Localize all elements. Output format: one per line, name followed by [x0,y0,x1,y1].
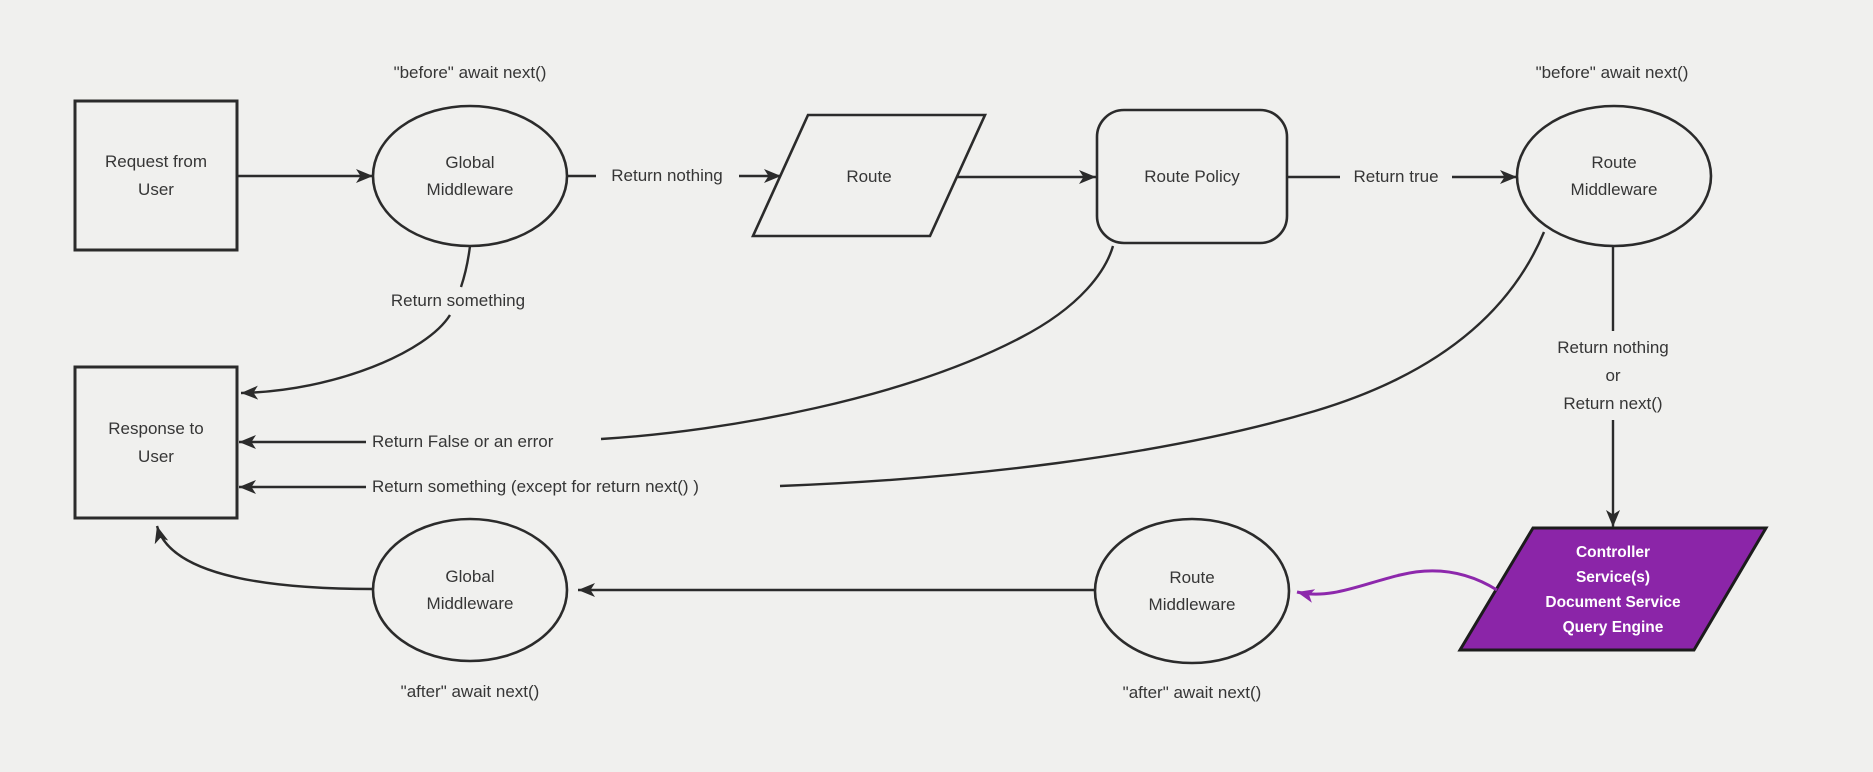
node-route [750,113,988,238]
edge-controller-to-route-middleware [1296,569,1498,603]
label-line: User [138,447,174,466]
label-line: Controller [1575,544,1651,561]
label-return-true: Return true [1353,167,1439,186]
label-line: Global [445,153,495,172]
node-response-to-user [73,365,239,520]
label-return-something-except: Return something (except for return next… [372,477,699,496]
label-request-from-user: Request from User [105,148,207,204]
edge-route-policy-return-false [600,245,1115,441]
label-line: Service(s) [1575,569,1651,586]
label-return-nothing-or-next: Return nothing or Return next() [1557,334,1669,418]
label-line: Middleware [1148,595,1236,614]
label-route: Route [846,167,892,186]
label-line: Middleware [426,180,514,199]
label-line: Request from [104,152,208,171]
label-global-middleware-top: Global Middleware [427,149,514,203]
edge-return-something-upper [459,245,472,288]
label-line: Query Engine [1562,619,1664,636]
node-controller-services [1457,526,1769,652]
label-after-await-left: "after" await next() [400,682,540,701]
label-before-await-right: "before" await next() [1535,63,1689,82]
label-line: Return nothing [1557,338,1669,357]
label-global-middleware-bottom: Global Middleware [427,563,514,617]
label-return-nothing: Return nothing [611,166,723,185]
label-line: Route [1169,568,1215,587]
edge-global-middleware-to-response [154,525,374,591]
label-line: Route [1591,153,1637,172]
label-response-to-user: Response to User [108,415,203,471]
edge-route-middleware-return-except [779,231,1546,488]
label-controller-services: Controller Service(s) Document Service Q… [1545,540,1680,640]
label-before-await-left: "before" await next() [393,63,547,82]
label-route-middleware-bottom: Route Middleware [1149,564,1236,618]
label-return-something: Return something [390,291,526,310]
label-line: User [138,180,174,199]
edge-return-something-to-response [240,314,452,400]
label-return-false-or-error: Return False or an error [372,432,554,451]
label-line: Middleware [1570,180,1658,199]
label-line: Middleware [426,594,514,613]
label-route-policy: Route Policy [1144,167,1240,186]
label-line: Global [445,567,495,586]
label-line: Response to [108,419,204,438]
label-route-middleware-top: Route Middleware [1571,149,1658,203]
label-after-await-right: "after" await next() [1122,683,1262,702]
label-line: or [1605,366,1621,385]
label-line: Document Service [1545,594,1681,611]
label-line: Return next() [1563,394,1663,413]
